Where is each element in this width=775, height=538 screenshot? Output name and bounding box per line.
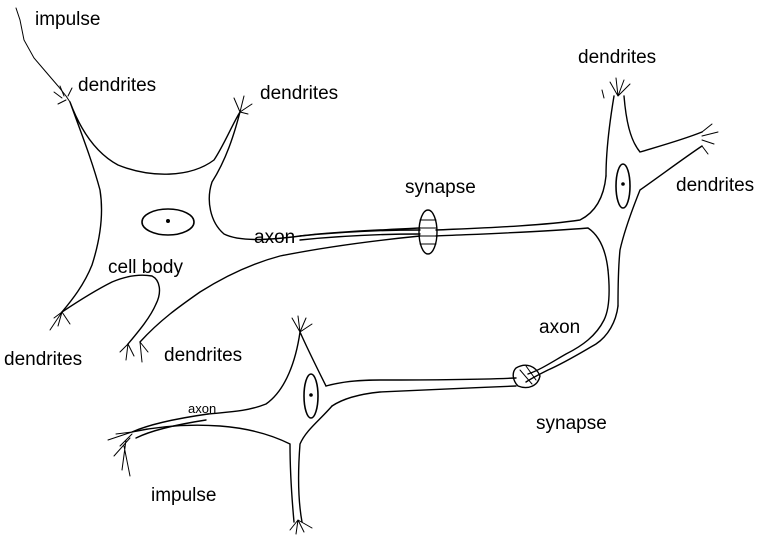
nucleus-2: [616, 164, 630, 208]
neuron-1: [16, 8, 420, 362]
neuron-3-axon-in: [326, 378, 516, 406]
label-synapse-bottom: synapse: [536, 414, 607, 433]
label-axon-bottom: axon: [188, 402, 216, 415]
label-dendrites-top-mid: dendrites: [260, 84, 338, 103]
label-impulse-top: impulse: [35, 10, 100, 29]
dendrite-tuft-neuron3-top: [292, 316, 312, 332]
label-dendrites-bottom-mid: dendrites: [164, 346, 242, 365]
dendrite-tuft-neuron2-top: [602, 78, 630, 98]
label-dendrites-top-right: dendrites: [578, 48, 656, 67]
nucleolus-2: [621, 182, 625, 186]
label-impulse-bottom: impulse: [151, 486, 216, 505]
label-cell-body: cell body: [108, 258, 183, 277]
label-dendrites-bottom-left: dendrites: [4, 350, 82, 369]
impulse-tuft-bottom: [108, 432, 132, 476]
nucleolus-1: [166, 219, 170, 223]
dendrite-tuft-neuron3-bottom: [290, 520, 312, 534]
dendrite-tuft-bottom-left: [50, 312, 70, 330]
dendrite-tuft-neuron2-right: [702, 124, 718, 154]
label-dendrites-top-left: dendrites: [78, 76, 156, 95]
label-dendrites-right: dendrites: [676, 176, 754, 195]
cell-body-1-lower: [62, 236, 420, 344]
label-axon-top: axon: [254, 228, 295, 247]
synapse-1-shape: [419, 210, 437, 254]
dendrite-tuft-bottom-mid: [120, 342, 148, 362]
label-axon-right: axon: [539, 318, 580, 337]
nucleolus-3: [309, 393, 313, 397]
dendrite-tuft-top-right: [234, 96, 252, 114]
label-synapse-top: synapse: [405, 178, 476, 197]
